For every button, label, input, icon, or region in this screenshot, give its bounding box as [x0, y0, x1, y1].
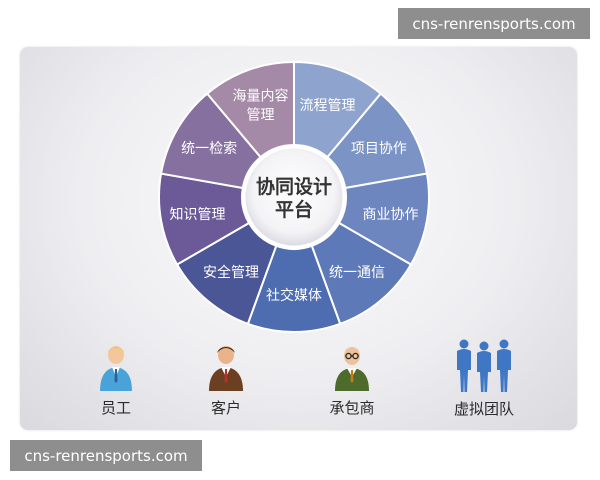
segment-label: 统一检索 [181, 140, 237, 157]
segment-label: 管理 [246, 107, 274, 123]
segment-label: 海量内容 [232, 87, 288, 104]
watermark-bottom: cns-renrensports.com [10, 440, 202, 471]
stakeholder-label: 客户 [210, 399, 241, 417]
segment-label: 统一通信 [329, 265, 385, 281]
wheel-segment [205, 60, 295, 159]
center-title-line1: 协同设计 [256, 175, 332, 198]
segment-label: 安全管理 [203, 264, 259, 281]
segment-label: 知识管理 [169, 206, 225, 223]
stakeholder-customer: 客户 [196, 343, 256, 418]
center-title-line2: 平台 [275, 198, 313, 221]
stakeholder-employee: 员工 [90, 343, 142, 418]
segment-label: 流程管理 [300, 98, 356, 114]
watermark-top: cns-renrensports.com [398, 8, 590, 39]
stakeholder-virtual-team: 虚拟团队 [444, 338, 524, 419]
segment-label: 商业协作 [363, 207, 419, 223]
stakeholder-contractor: 承包商 [322, 343, 382, 418]
stakeholder-label: 虚拟团队 [453, 400, 514, 418]
segment-label: 项目协作 [351, 141, 407, 157]
stakeholder-label: 承包商 [329, 399, 375, 417]
center-hub [242, 145, 346, 249]
stakeholder-label: 员工 [100, 399, 131, 417]
segment-label: 社交媒体 [266, 287, 322, 304]
customer-icon [209, 346, 243, 391]
employee-icon [100, 346, 132, 391]
contractor-icon [335, 347, 369, 391]
virtual-team-icon [457, 339, 511, 392]
